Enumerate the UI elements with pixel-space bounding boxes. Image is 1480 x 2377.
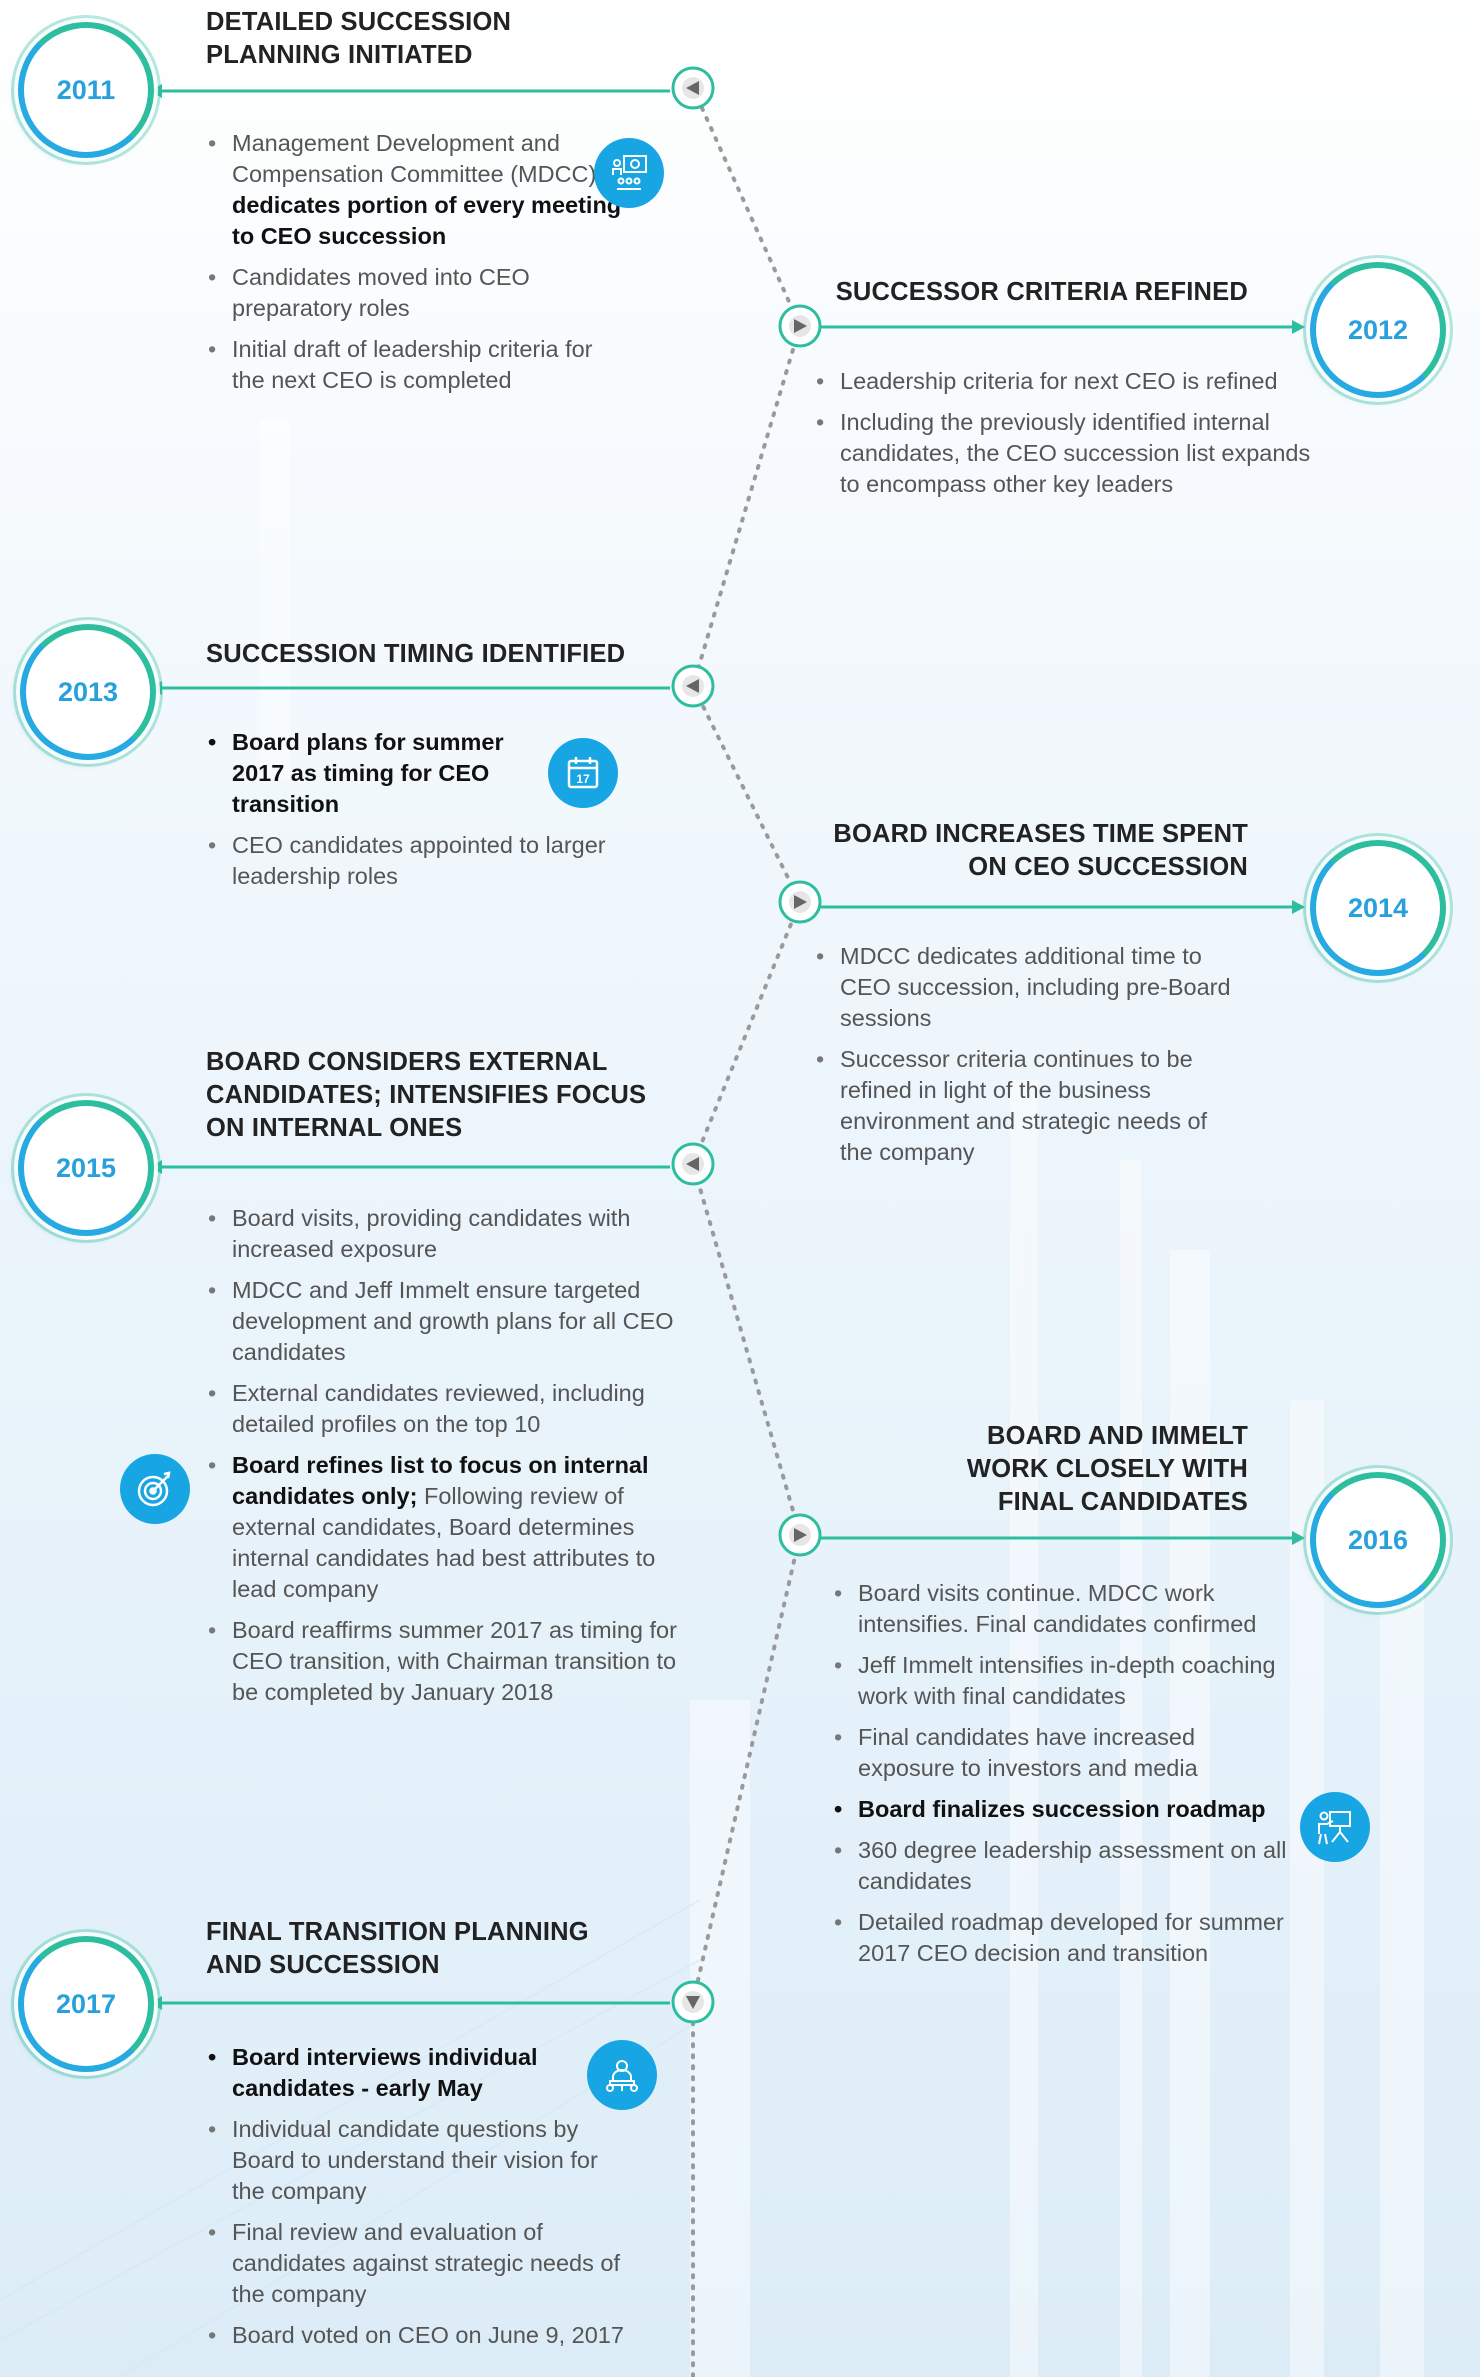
milestone-bullets: Leadership criteria for next CEO is refi…	[814, 366, 1314, 510]
year-label: 2011	[56, 74, 116, 105]
target-icon	[120, 1454, 190, 1524]
milestone-heading: BOARD AND IMMELT WORK CLOSELY WITH FINAL…	[967, 1420, 1248, 1519]
milestone-bullets: MDCC dedicates additional time to CEO su…	[814, 941, 1244, 1178]
calendar-day: 17	[576, 772, 590, 786]
list-item: Jeff Immelt intensifies in-depth coachin…	[832, 1650, 1292, 1712]
heading-line: ON CEO SUCCESSION	[968, 853, 1248, 881]
milestone-bullets: Board visits, providing candidates with …	[206, 1203, 696, 1718]
list-item: Leadership criteria for next CEO is refi…	[814, 366, 1314, 397]
node-2014-icon	[778, 880, 822, 924]
milestone-heading: BOARD INCREASES TIME SPENT ON CEO SUCCES…	[833, 818, 1248, 884]
list-item: Board finalizes succession roadmap	[832, 1794, 1292, 1825]
milestone-bullets: Board visits continue. MDCC work intensi…	[832, 1578, 1292, 1979]
list-item: Candidates moved into CEO preparatory ro…	[206, 262, 626, 324]
list-item: Initial draft of leadership criteria for…	[206, 334, 626, 396]
list-item: CEO candidates appointed to larger leade…	[206, 830, 626, 892]
list-item: Final review and evaluation of candidate…	[206, 2217, 636, 2310]
heading-line: BOARD CONSIDERS EXTERNAL	[206, 1048, 608, 1076]
milestone-heading: SUCCESSOR CRITERIA REFINED	[836, 276, 1248, 309]
list-item: Board voted on CEO on June 9, 2017	[206, 2320, 636, 2351]
heading-line: ON INTERNAL ONES	[206, 1114, 463, 1142]
heading-line: FINAL TRANSITION PLANNING	[206, 1918, 589, 1946]
presentation-meeting-icon	[594, 138, 664, 208]
list-item: Including the previously identified inte…	[814, 407, 1314, 500]
milestone-bullets: Board interviews individual candidates -…	[206, 2042, 636, 2361]
node-2015-icon	[671, 1142, 715, 1186]
presenter-board-icon	[1300, 1792, 1370, 1862]
list-item: MDCC dedicates additional time to CEO su…	[814, 941, 1244, 1034]
milestone-bullets: Board plans for summer 2017 as timing fo…	[206, 727, 626, 902]
node-2013-icon	[671, 664, 715, 708]
list-item: Management Development and Compensation …	[206, 128, 626, 252]
milestone-bullets: Management Development and Compensation …	[206, 128, 626, 406]
list-item: Board reaffirms summer 2017 as timing fo…	[206, 1615, 696, 1708]
heading-line: FINAL CANDIDATES	[997, 1488, 1248, 1516]
year-circle-2016: 2016	[1310, 1472, 1446, 1608]
heading-line: WORK CLOSELY WITH	[966, 1455, 1248, 1483]
list-item: Board visits, providing candidates with …	[206, 1203, 696, 1265]
bullet-bold-text: Board refines list to focus on internal …	[232, 1452, 649, 1509]
list-item: Board plans for summer 2017 as timing fo…	[206, 727, 552, 820]
list-item: Board visits continue. MDCC work intensi…	[832, 1578, 1292, 1640]
year-circle-2015: 2015	[18, 1100, 154, 1236]
list-item: 360 degree leadership assessment on all …	[832, 1835, 1292, 1897]
calendar-icon: 17	[548, 738, 618, 808]
bullet-text: Management Development and Compensation …	[232, 130, 597, 187]
year-circle-2014: 2014	[1310, 840, 1446, 976]
year-label: 2012	[1347, 314, 1409, 345]
heading-line: SUCCESSION TIMING IDENTIFIED	[206, 640, 626, 668]
list-item: Board refines list to focus on internal …	[206, 1450, 696, 1605]
node-2016-icon	[778, 1513, 822, 1557]
heading-line: BOARD INCREASES TIME SPENT	[833, 820, 1248, 848]
node-2017-icon	[671, 1980, 715, 2024]
node-2011-icon	[671, 66, 715, 110]
node-2012-icon	[778, 304, 822, 348]
list-item: MDCC and Jeff Immelt ensure targeted dev…	[206, 1275, 696, 1368]
year-circle-2017: 2017	[18, 1936, 154, 2072]
interview-icon	[587, 2040, 657, 2110]
heading-line: DETAILED SUCCESSION	[206, 8, 512, 36]
timeline-dotted-path	[690, 86, 803, 2377]
heading-line: CANDIDATES; INTENSIFIES FOCUS	[206, 1081, 647, 1109]
year-label: 2017	[55, 1988, 117, 2019]
year-label: 2013	[57, 676, 119, 707]
milestone-heading: FINAL TRANSITION PLANNING AND SUCCESSION	[206, 1916, 589, 1982]
list-item: External candidates reviewed, including …	[206, 1378, 696, 1440]
bullet-text: Following review of external candidates,…	[232, 1483, 656, 1602]
list-item: Individual candidate questions by Board …	[206, 2114, 636, 2207]
year-circle-2011: 2011	[18, 22, 154, 158]
year-label: 2014	[1347, 892, 1409, 923]
heading-line: AND SUCCESSION	[206, 1951, 440, 1979]
list-item: Detailed roadmap developed for summer 20…	[832, 1907, 1292, 1969]
heading-line: SUCCESSOR CRITERIA REFINED	[835, 278, 1248, 306]
year-circle-2012: 2012	[1310, 262, 1446, 398]
milestone-heading: BOARD CONSIDERS EXTERNAL CANDIDATES; INT…	[206, 1046, 646, 1145]
list-item: Final candidates have increased exposure…	[832, 1722, 1292, 1784]
year-label: 2015	[55, 1152, 117, 1183]
bullet-bold-text: dedicates portion of every meeting to CE…	[232, 192, 622, 249]
heading-line: PLANNING INITIATED	[206, 41, 473, 69]
heading-line: BOARD AND IMMELT	[986, 1422, 1248, 1450]
year-circle-2013: 2013	[20, 624, 156, 760]
list-item: Successor criteria continues to be refin…	[814, 1044, 1244, 1168]
list-item: Board interviews individual candidates -…	[206, 2042, 592, 2104]
year-label: 2016	[1347, 1524, 1409, 1555]
milestone-heading: SUCCESSION TIMING IDENTIFIED	[206, 638, 625, 671]
milestone-heading: DETAILED SUCCESSION PLANNING INITIATED	[206, 6, 511, 72]
